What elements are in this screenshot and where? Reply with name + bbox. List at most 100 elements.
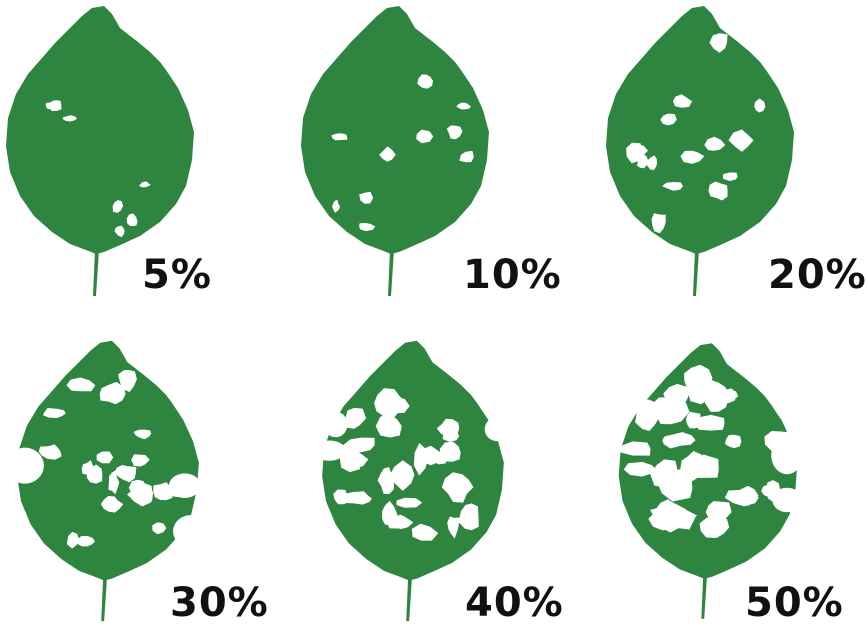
feeding-hole [66,377,96,392]
feeding-hole [459,150,474,163]
defoliation-label-20: 20% [768,252,867,298]
feeding-hole [379,146,396,162]
feeding-hole [126,213,138,227]
feeding-hole [114,465,137,483]
feeding-hole [152,522,167,535]
margin-bite [484,417,510,442]
feeding-hole [417,74,433,89]
feeding-hole [100,495,124,513]
feeding-hole [754,98,766,113]
margin-bite [6,447,44,484]
feeding-hole [342,491,372,505]
feeding-hole [112,200,124,213]
margin-bite [771,436,803,475]
margin-bite [615,386,635,408]
feeding-hole [446,125,463,140]
feeding-hole [379,390,398,418]
feeding-hole [723,172,738,181]
feeding-hole [114,225,125,238]
feeding-hole [414,445,446,466]
feeding-hole [77,535,96,547]
leaf-panel-30: 30% [0,335,280,623]
feeding-hole [761,484,778,498]
feeding-hole [686,411,701,429]
leaf-illustration-5 [6,6,194,296]
feeding-hole [359,191,374,204]
margin-bite [173,515,209,548]
feeding-hole [660,113,677,126]
leaf-panel-50: 50% [604,335,856,626]
feeding-hole [656,507,684,533]
feeding-hole [344,448,369,471]
feeding-hole [81,460,95,476]
leaf-petiole [701,575,708,619]
feeding-hole [48,100,62,111]
feeding-hole [96,451,114,464]
feeding-hole [693,414,725,431]
feeding-hole [645,155,658,170]
leaf-illustration-10 [301,6,489,296]
feeding-hole [375,414,402,438]
feeding-hole [705,501,732,527]
leaf-blade [301,6,489,254]
feeding-hole [728,129,754,152]
feeding-hole [441,472,474,503]
leaf-petiole [693,250,699,296]
feeding-hole [396,497,423,508]
feeding-hole [447,516,460,539]
feeding-hole [458,503,479,531]
leaf-petiole [388,250,394,296]
leaf-petiole [101,576,108,622]
feeding-hole [345,407,367,429]
feeding-hole [709,33,728,53]
feeding-hole [623,461,657,477]
feeding-hole [650,459,679,488]
feeding-hole [708,181,728,201]
feeding-hole [133,429,152,440]
feeding-hole [38,444,62,460]
feeding-hole [734,485,759,506]
leaf-blade [6,6,194,254]
feeding-hole [411,523,439,541]
feeding-hole [673,94,693,108]
feeding-hole [139,181,151,188]
leaf-illustration-20 [606,6,794,296]
feeding-hole [135,483,154,503]
feeding-hole [131,454,150,467]
leaf-panel-5: 5% [0,0,280,305]
feeding-hole [619,441,651,456]
feeding-hole [62,115,78,122]
margin-bite [772,487,802,513]
feeding-hole [688,454,719,478]
leaf-illustration-50 [604,343,803,619]
feeding-hole [153,482,173,501]
feeding-hole [704,136,726,151]
defoliation-label-50: 50% [745,580,844,626]
feeding-hole [42,407,66,419]
feeding-hole [456,102,471,110]
margin-bite [313,440,346,461]
feeding-hole [416,129,434,144]
feeding-hole [332,200,341,213]
feeding-hole [635,145,649,156]
leaf-petiole [406,576,413,622]
feeding-hole [108,470,120,495]
feeding-hole [651,213,666,234]
feeding-hole [636,152,649,169]
feeding-hole [377,467,394,495]
leaf-panel-10: 10% [295,0,575,305]
feeding-hole [359,223,376,232]
leaf-panel-40: 40% [305,335,585,623]
leaf-petiole [93,250,99,296]
feeding-hole [389,460,415,491]
feeding-hole [684,364,713,390]
defoliation-label-30: 30% [170,580,269,626]
feeding-hole [650,397,690,425]
feeding-hole [704,379,730,412]
defoliation-label-10: 10% [463,252,562,298]
feeding-hole [442,431,460,442]
defoliation-label-5: 5% [142,252,212,298]
feeding-hole [382,500,398,526]
leaf-illustration-40 [313,340,510,622]
